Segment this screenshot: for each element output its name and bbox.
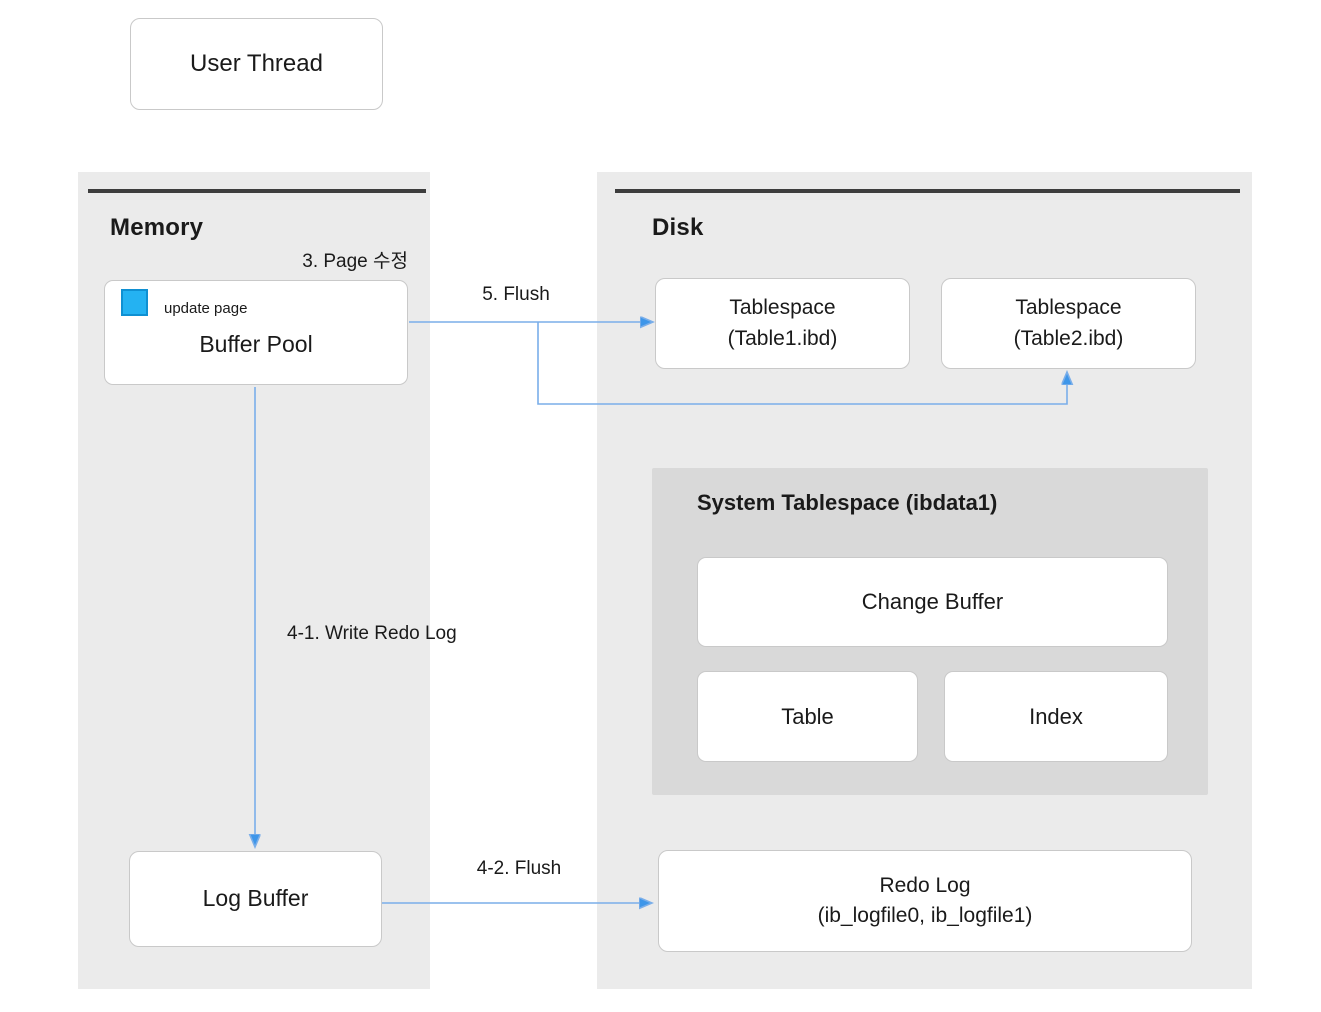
disk-panel-topbar [615, 189, 1240, 193]
memory-panel-topbar [88, 189, 426, 193]
change-buffer-box: Change Buffer [697, 557, 1168, 647]
update-page-square-icon [121, 289, 148, 316]
buffer-pool-label: Buffer Pool [199, 331, 313, 357]
tablespace1-file: (Table1.ibd) [727, 326, 838, 350]
disk-panel: Disk Tablespace (Table1.ibd) Tablespace … [597, 172, 1252, 989]
redo-log-name: Redo Log [879, 873, 971, 897]
index-label: Index [1029, 703, 1083, 729]
buffer-pool-box: update page Buffer Pool [104, 280, 408, 385]
tablespace1-name: Tablespace [729, 296, 836, 320]
tablespace1-box: Tablespace (Table1.ibd) [655, 278, 910, 369]
table-label: Table [781, 703, 834, 729]
change-buffer-label: Change Buffer [861, 589, 1004, 615]
flush-arrow-label: 5. Flush [482, 284, 550, 305]
memory-title: Memory [110, 214, 204, 241]
redo-log-files: (ib_logfile0, ib_logfile1) [817, 904, 1033, 927]
user-thread-box: User Thread [130, 18, 383, 110]
table-box: Table [697, 671, 918, 762]
page-edit-step-label: 3. Page 수정 [302, 251, 408, 272]
tablespace2-name: Tablespace [1015, 296, 1122, 320]
redo-log-box: Redo Log (ib_logfile0, ib_logfile1) [658, 850, 1192, 952]
tablespace2-file: (Table2.ibd) [1013, 326, 1124, 350]
log-buffer-label: Log Buffer [202, 885, 309, 912]
system-tablespace-box: System Tablespace (ibdata1) Change Buffe… [652, 468, 1208, 795]
log-buffer-box: Log Buffer [129, 851, 382, 947]
write-redo-log-arrow-label: 4-1. Write Redo Log [287, 623, 457, 644]
memory-panel: Memory update page Buffer Pool Log Buffe… [78, 172, 430, 989]
user-thread-label: User Thread [190, 49, 323, 77]
system-tablespace-title: System Tablespace (ibdata1) [697, 490, 998, 515]
index-box: Index [944, 671, 1168, 762]
flush-log-arrow-label: 4-2. Flush [476, 858, 562, 879]
disk-title: Disk [652, 214, 704, 241]
tablespace2-box: Tablespace (Table2.ibd) [941, 278, 1196, 369]
update-page-label: update page [164, 300, 248, 317]
